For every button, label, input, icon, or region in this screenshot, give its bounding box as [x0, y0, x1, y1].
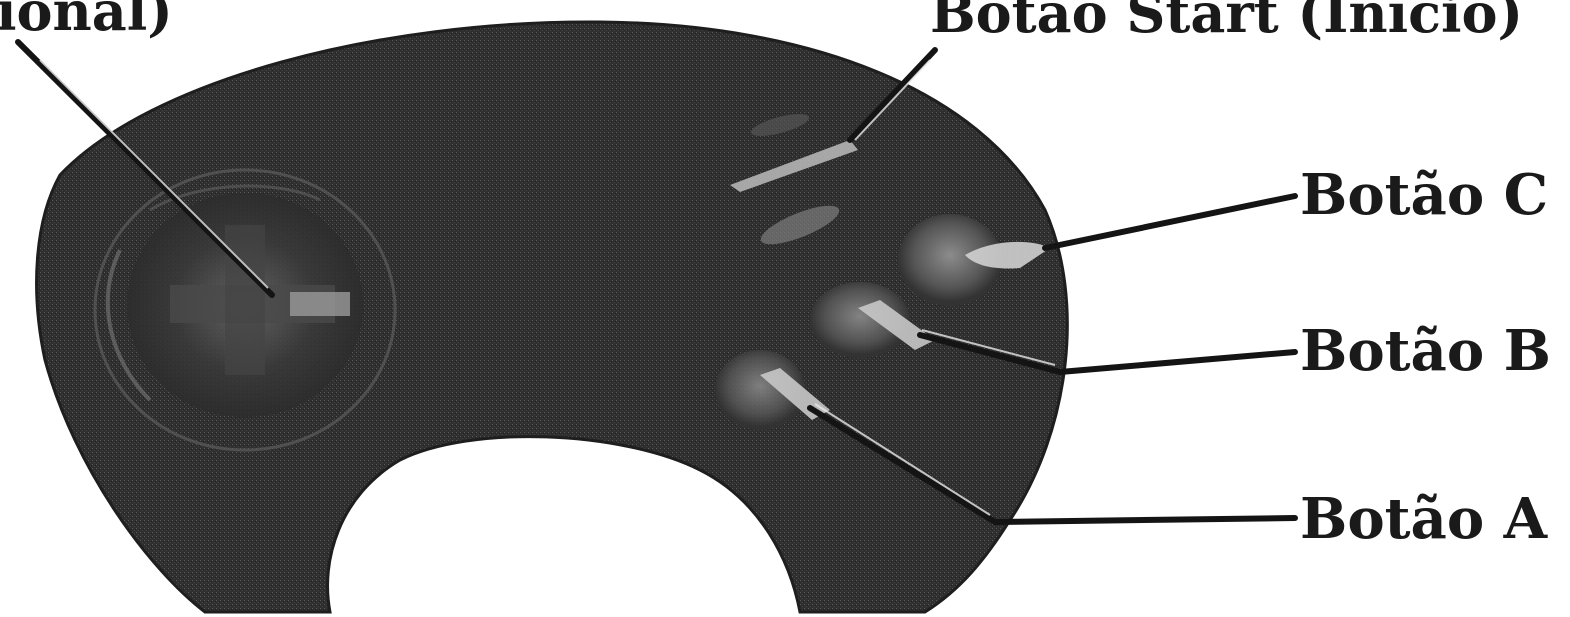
label-start-button: Botão Start (Início) [930, 0, 1523, 45]
label-button-b: Botão B [1300, 318, 1551, 384]
label-button-a: Botão A [1300, 486, 1549, 552]
directional-pad [95, 170, 395, 450]
leader-line-button-b [1060, 352, 1295, 372]
leader-line-button-c [1045, 196, 1295, 248]
leader-line-button-a [995, 518, 1295, 522]
label-directional-pad: ional) [0, 0, 173, 43]
label-button-c: Botão C [1300, 162, 1548, 228]
